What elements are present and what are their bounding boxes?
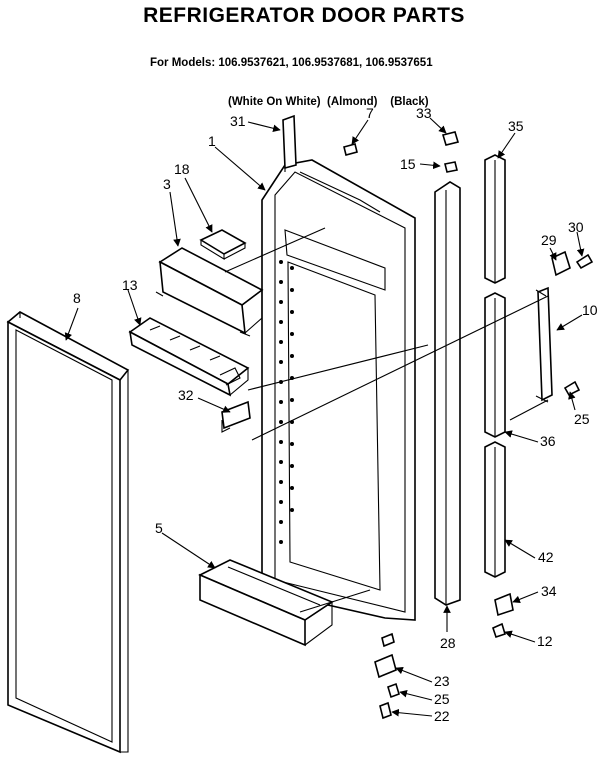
part-31 [282,114,297,170]
part-1-door-liner [261,159,416,621]
models-line: For Models: 106.9537621, 106.9537681, 10… [150,57,433,69]
callout-12: 12 [537,633,553,649]
part-12-screw [492,622,506,639]
callout-10: 10 [582,302,598,318]
part-34-bracket [494,592,514,617]
part-30-screw [575,253,594,270]
callout-31: 31 [230,113,246,129]
part-13-egg-tray [128,317,250,397]
part-18 [199,229,247,260]
part-36-handle-trim-mid [484,292,506,438]
callout-1: 1 [208,133,216,149]
hinge-parts-bottom [374,632,400,720]
callout-7: 7 [366,105,374,121]
callout-36: 36 [540,433,556,449]
callout-30: 30 [568,219,584,235]
callout-35: 35 [508,118,524,134]
part-15 [444,161,458,173]
callout-25-upper: 25 [574,411,590,427]
finish-line: (White On White) (Almond) (Black) [228,96,429,108]
callout-15: 15 [400,156,416,172]
callout-13: 13 [122,277,138,293]
model-info: For Models: 106.9537621, 106.9537681, 10… [150,31,433,122]
part-8-gasket [6,311,130,754]
page-title: REFRIGERATOR DOOR PARTS [143,4,465,27]
callout-8: 8 [73,290,81,306]
part-33 [441,131,460,146]
leader-lines [64,117,585,717]
part-7 [343,143,358,156]
part-32-bracket [221,400,251,433]
callout-34: 34 [541,583,557,599]
callout-33: 33 [416,105,432,121]
assembly-guide-lines [224,227,549,613]
callout-labels: 31 7 33 35 1 15 18 3 30 29 8 13 10 32 25… [73,105,598,724]
part-3-dairy-door [155,247,264,337]
part-42-handle-trim-bottom [484,441,506,578]
callout-25-lower: 25 [434,691,450,707]
part-10-handle [535,286,553,403]
part-29 [551,250,571,277]
part-25-screw-upper [563,380,581,397]
callout-18: 18 [174,161,190,177]
callout-32: 32 [178,387,194,403]
callout-28: 28 [440,635,456,651]
callout-22: 22 [434,708,450,724]
callout-3: 3 [163,176,171,192]
callout-29: 29 [541,232,557,248]
callout-23: 23 [434,673,450,689]
part-35-handle-trim-top [484,154,506,284]
callout-42: 42 [538,549,554,565]
callout-5: 5 [155,520,163,536]
liner-shelf-holes [279,260,294,544]
part-28-trim-strip [434,181,461,606]
